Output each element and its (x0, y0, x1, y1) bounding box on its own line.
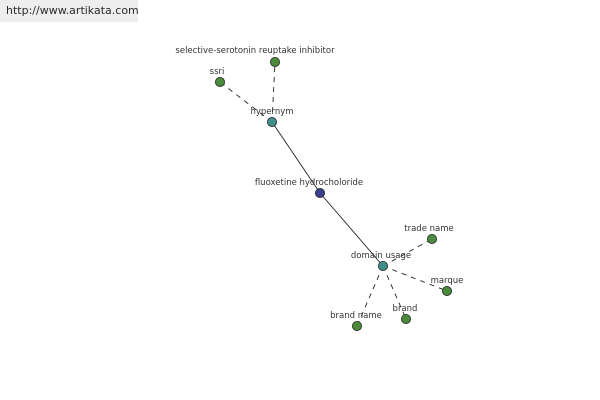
node-root[interactable]: fluoxetine hydrocholoride (255, 178, 363, 198)
node-layer: fluoxetine hydrocholoride hypernym domain … (175, 46, 463, 331)
node-marker-ssri[interactable] (214, 77, 225, 88)
node-ssri[interactable]: ssri (210, 67, 225, 88)
node-label-trade: trade name (404, 224, 453, 234)
node-label-sri: selective-serotonin reuptake inhibitor (175, 46, 335, 56)
node-label-hypernym: hypernym (250, 107, 293, 117)
edge-layer (219, 61, 448, 327)
node-brandname[interactable]: brand name (330, 311, 382, 331)
node-marker-hypernym[interactable] (266, 117, 277, 128)
node-marker-trade[interactable] (426, 233, 437, 244)
edge-root-hypernym (271, 121, 321, 194)
edge-hypernym-ssri (219, 81, 273, 123)
node-label-ssri: ssri (210, 67, 225, 77)
node-sri[interactable]: selective-serotonin reuptake inhibitor (175, 46, 335, 68)
edge-hypernym-sri (271, 61, 276, 123)
edge-domain-brandname (356, 265, 384, 327)
node-hypernym[interactable]: hypernym (250, 107, 294, 128)
node-marque[interactable]: marque (431, 276, 464, 296)
node-marker-brand[interactable] (400, 313, 411, 324)
node-domain[interactable]: domain usage (351, 251, 411, 271)
node-marker-domain[interactable] (377, 260, 388, 271)
site-watermark: http://www.artikata.com (0, 0, 139, 22)
node-label-domain: domain usage (351, 251, 411, 261)
watermark-url: http://www.artikata.com (6, 4, 139, 17)
node-marker-root[interactable] (314, 187, 325, 198)
edge-root-domain (319, 192, 384, 267)
node-marker-brandname[interactable] (351, 320, 362, 331)
edge-domain-marque (382, 265, 448, 292)
node-label-root: fluoxetine hydrocholoride (255, 178, 363, 188)
node-marker-marque[interactable] (441, 285, 452, 296)
node-label-brand: brand (393, 304, 418, 314)
node-label-marque: marque (431, 276, 464, 286)
node-trade[interactable]: trade name (404, 224, 454, 244)
node-brand[interactable]: brand (393, 304, 418, 324)
node-label-brandname: brand name (330, 311, 382, 321)
node-marker-sri[interactable] (269, 57, 280, 68)
